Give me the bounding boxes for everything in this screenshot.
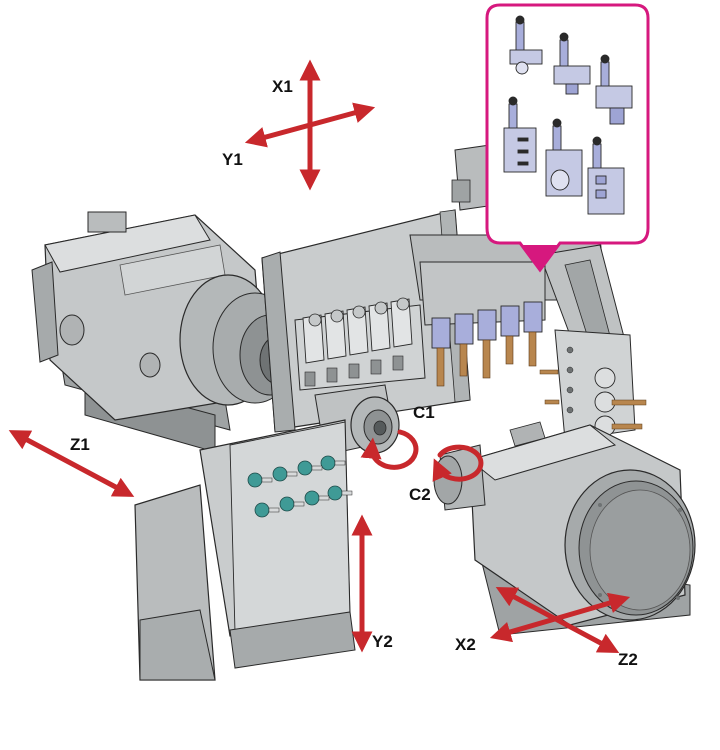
chuck-c1 xyxy=(314,384,400,456)
axis-c2-rotation-arrow xyxy=(432,444,484,482)
gang-tool-holders xyxy=(302,298,413,364)
main-spindle-motor xyxy=(31,211,306,453)
sub-spindle-motor xyxy=(433,421,696,636)
axis-label-z1: Z1 xyxy=(70,435,90,454)
axis-labels: X1 Y1 Z1 C1 C2 Y2 X2 Z2 xyxy=(70,77,638,669)
axis-z2-arrow xyxy=(495,587,620,653)
axis-label-x1: X1 xyxy=(272,77,293,96)
axis-label-c1: C1 xyxy=(413,403,435,422)
axis-arrows xyxy=(8,59,631,653)
axis-c1-rotation-arrow xyxy=(360,429,419,470)
axis-y1-arrow xyxy=(244,102,376,148)
tool-holder-5 xyxy=(545,118,583,197)
tool-holder-set-icon xyxy=(503,15,633,215)
coolant-fittings xyxy=(247,455,343,518)
front-tool-box xyxy=(134,419,356,681)
tool-holder-4 xyxy=(503,96,537,173)
tool-holder-6 xyxy=(587,136,625,215)
tool-holder-1 xyxy=(509,15,543,75)
drill-bits xyxy=(436,331,537,387)
gang-tool-post xyxy=(294,297,426,391)
tool-holder-3 xyxy=(595,54,633,125)
cross-tool-plate xyxy=(539,329,647,441)
tool-holder-callout xyxy=(485,3,650,273)
axis-z1-arrow xyxy=(8,430,135,497)
live-tool-spindles xyxy=(431,301,543,349)
axis-label-y2: Y2 xyxy=(372,632,393,651)
axis-label-x2: X2 xyxy=(455,635,476,654)
live-tool-block xyxy=(419,261,546,387)
tool-holder-2 xyxy=(553,32,591,95)
axis-label-c2: C2 xyxy=(409,485,431,504)
axis-label-y1: Y1 xyxy=(222,150,243,169)
axis-label-z2: Z2 xyxy=(618,650,638,669)
